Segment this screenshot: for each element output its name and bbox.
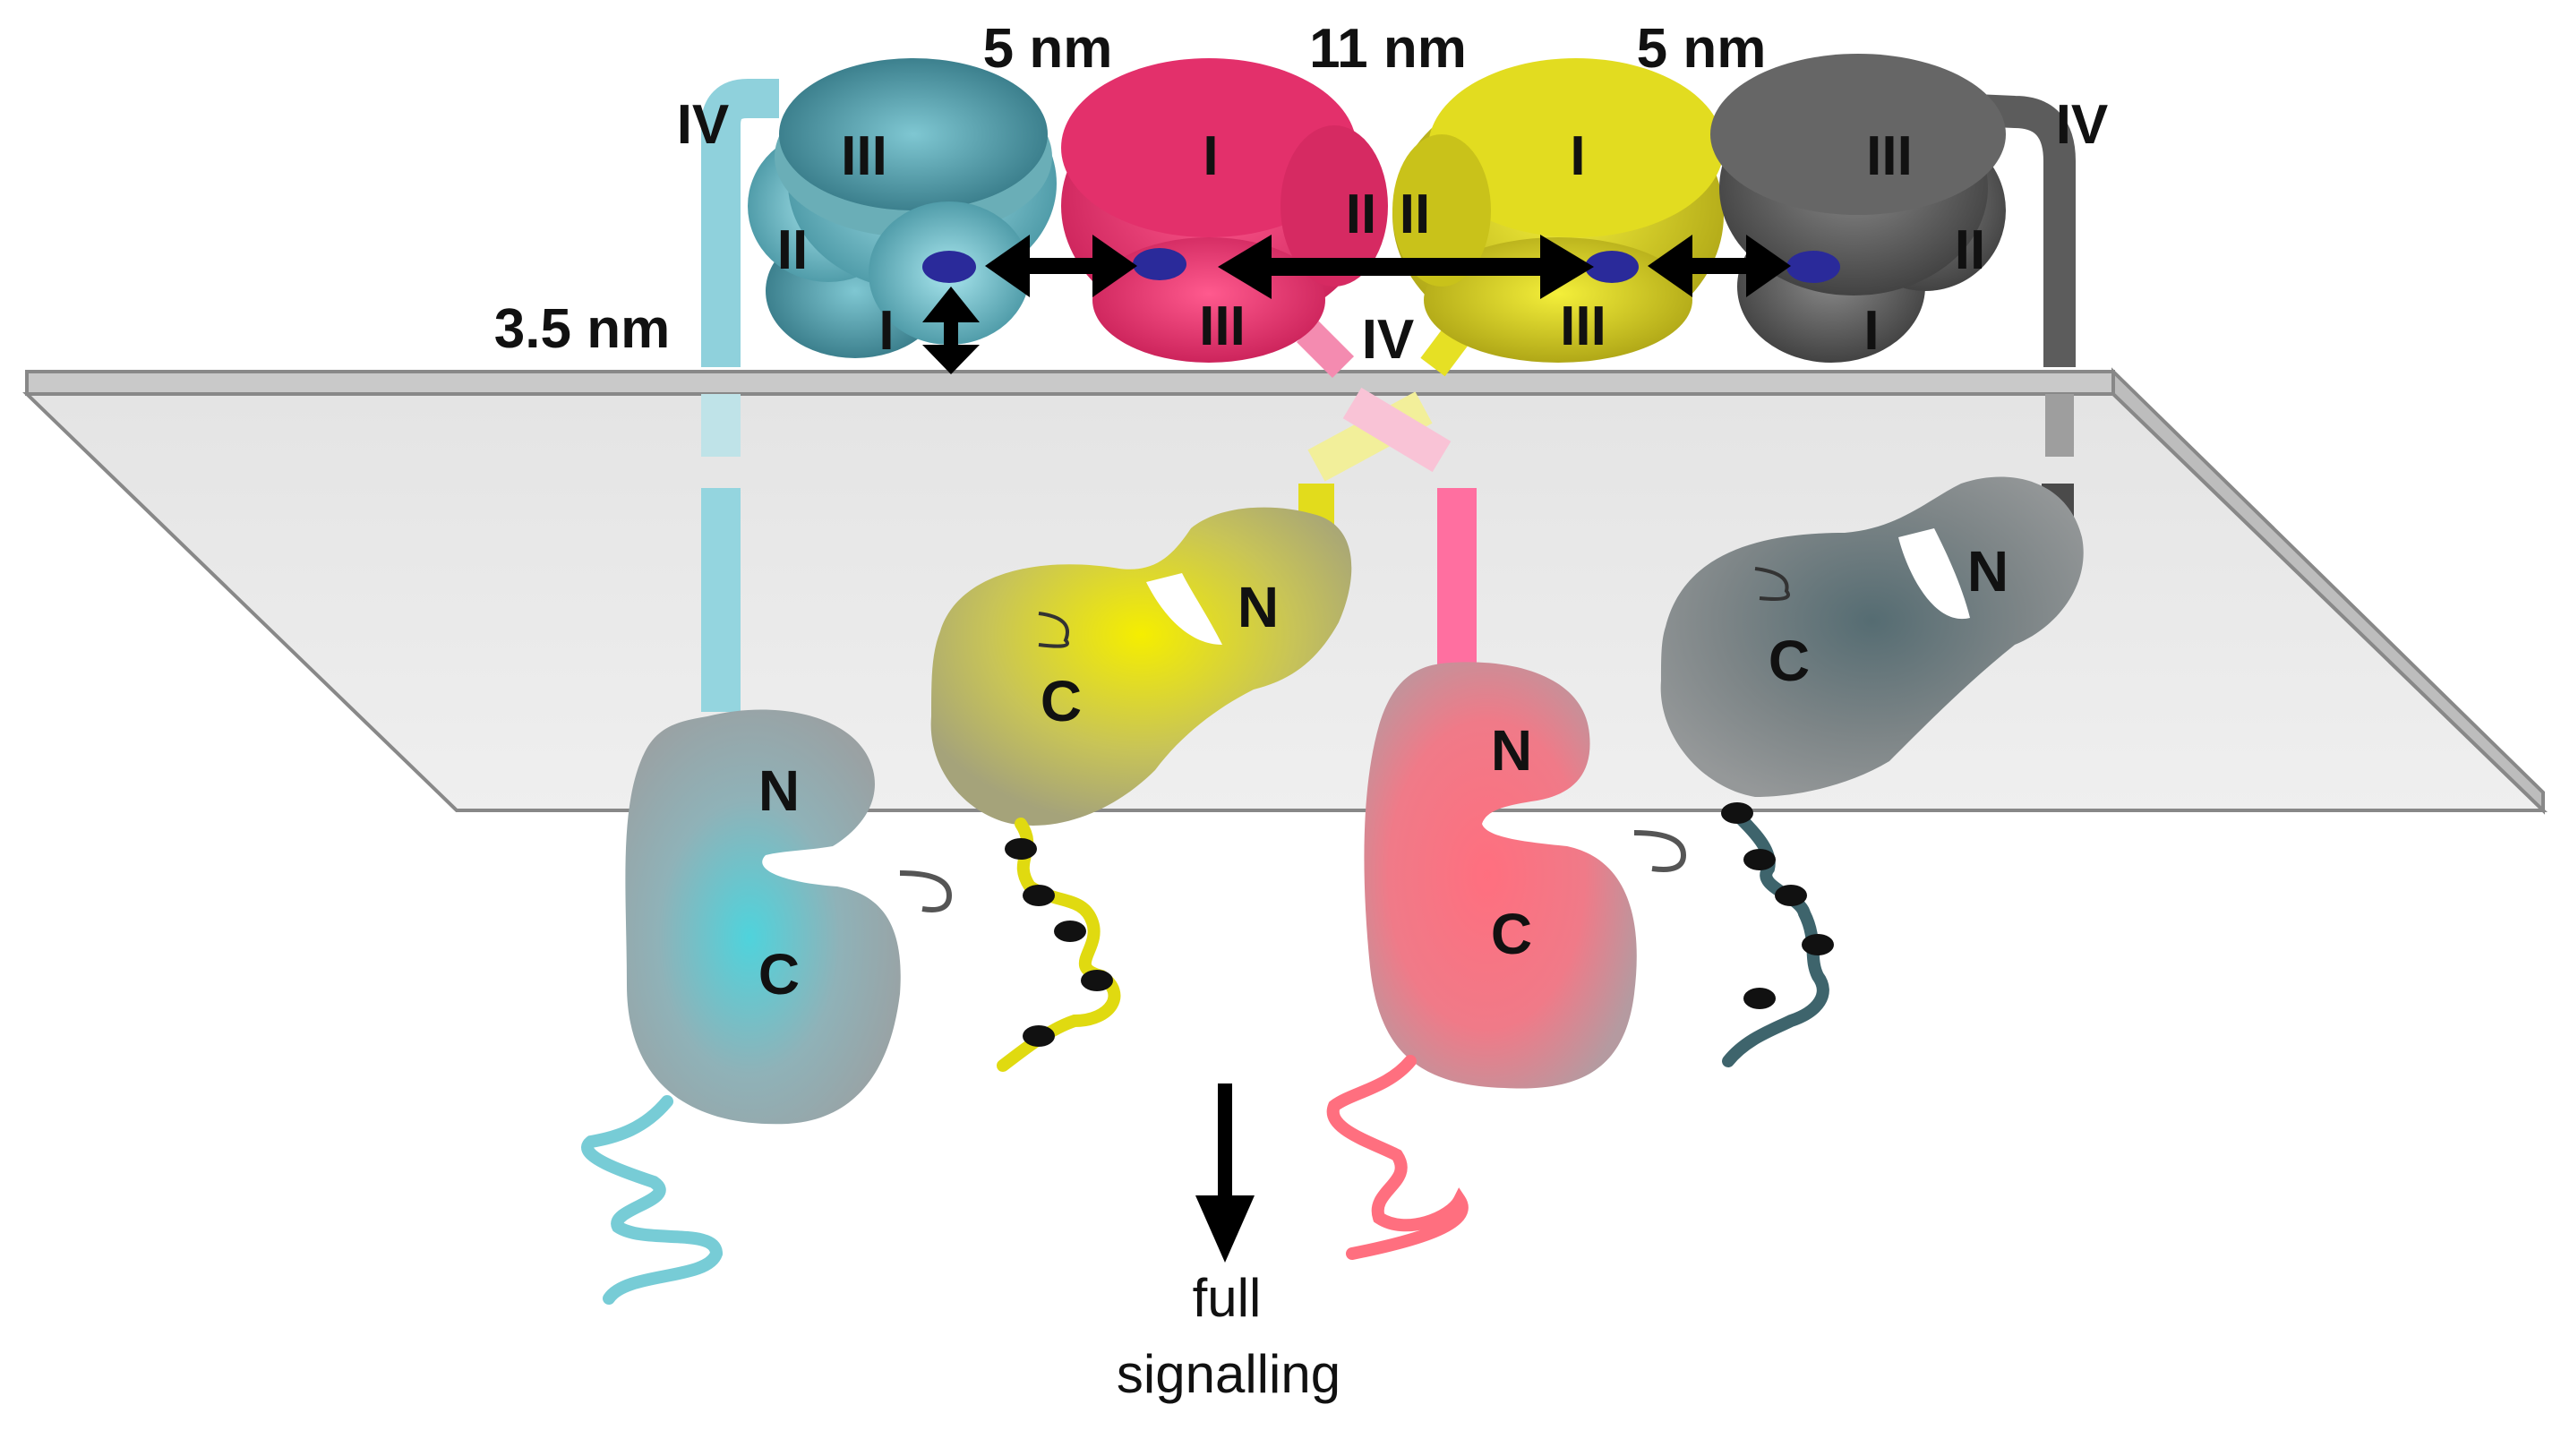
ligand-yellow: [1585, 251, 1639, 283]
cyan-stalk-membrane: [701, 394, 741, 457]
label-11nm: 11 nm: [1309, 18, 1467, 80]
distance-arrows: [922, 235, 1791, 374]
grey-kinase-N: N: [1967, 539, 2009, 604]
pink-tail: [1326, 1055, 1469, 1260]
label-5nm-right: 5 nm: [1637, 18, 1767, 80]
pink-label-I: I: [1203, 125, 1218, 187]
pink-domain-II: [1280, 125, 1388, 287]
yellow-kinase-N: N: [1238, 575, 1279, 639]
receptor-grey: III II I IV: [1710, 54, 2108, 363]
grey-stalk: [1915, 91, 2076, 367]
arrow-5nm-left: [985, 235, 1137, 297]
grey-tail: [1722, 804, 1829, 1067]
yellow-label-II: II: [1400, 184, 1430, 245]
kinase-grey: N C: [1660, 476, 2084, 1067]
yellow-kinase-C: C: [1041, 669, 1082, 733]
yellow-domain-I: [1428, 58, 1724, 237]
kinase-cyan: N C: [581, 709, 953, 1305]
cyan-label-IV: IV: [677, 94, 730, 156]
cyan-label-III: III: [841, 125, 887, 187]
transmembrane-stalks: [701, 79, 2076, 712]
grey-label-I: I: [1863, 300, 1879, 362]
ligands: [922, 248, 1840, 283]
cyan-domain-III: [779, 58, 1048, 210]
kinase-pink: N C: [1326, 662, 1687, 1260]
signalling-arrow: [1195, 1083, 1255, 1263]
cyan-stalk-lower: [701, 488, 741, 712]
arrow-11nm: [1218, 235, 1594, 299]
ligand-pink: [1133, 248, 1186, 280]
pink-label-III: III: [1199, 295, 1246, 357]
label-5nm-left: 5 nm: [983, 18, 1113, 80]
yellow-label-III: III: [1560, 295, 1606, 357]
label-full: full: [1193, 1268, 1262, 1328]
grey-kinase-C: C: [1769, 629, 1810, 693]
ligand-grey: [1786, 251, 1840, 283]
cyan-stalk: [701, 79, 779, 367]
cyan-kinase-N: N: [758, 758, 800, 823]
cyan-kinase-C: C: [758, 942, 800, 1006]
pink-stalk-membrane: [1342, 387, 1452, 473]
pink-stalk-lower: [1437, 488, 1477, 676]
yellow-label-I: I: [1570, 125, 1585, 187]
grey-domain-III: [1710, 54, 2006, 215]
pink-kinase-C: C: [1491, 902, 1532, 966]
receptor-yellow: I II III IV: [1362, 58, 1724, 371]
pink-kinase-N: N: [1491, 718, 1532, 783]
cyan-label-I: I: [878, 300, 894, 362]
pink-label-II: II: [1346, 184, 1376, 245]
arrow-3.5nm: [922, 287, 980, 374]
cyan-tail: [581, 1095, 724, 1305]
cyan-label-II: II: [777, 219, 808, 281]
receptor-pink: I II III: [1061, 58, 1388, 363]
grey-label-III: III: [1866, 125, 1913, 187]
grey-label-IV: IV: [2056, 94, 2109, 156]
yellow-label-IV: IV: [1362, 309, 1415, 371]
label-3.5nm: 3.5 nm: [494, 298, 670, 360]
receptor-cyan: III II I IV: [677, 58, 1057, 362]
kinase-yellow: N C: [930, 507, 1352, 1072]
grey-stalk-membrane: [2045, 394, 2074, 457]
ligand-cyan: [922, 251, 976, 283]
arrow-5nm-right: [1648, 235, 1791, 297]
yellow-domain-II: [1392, 134, 1491, 287]
label-signalling: signalling: [1117, 1344, 1340, 1404]
yellow-tail: [997, 818, 1121, 1072]
grey-label-II: II: [1955, 219, 1985, 281]
